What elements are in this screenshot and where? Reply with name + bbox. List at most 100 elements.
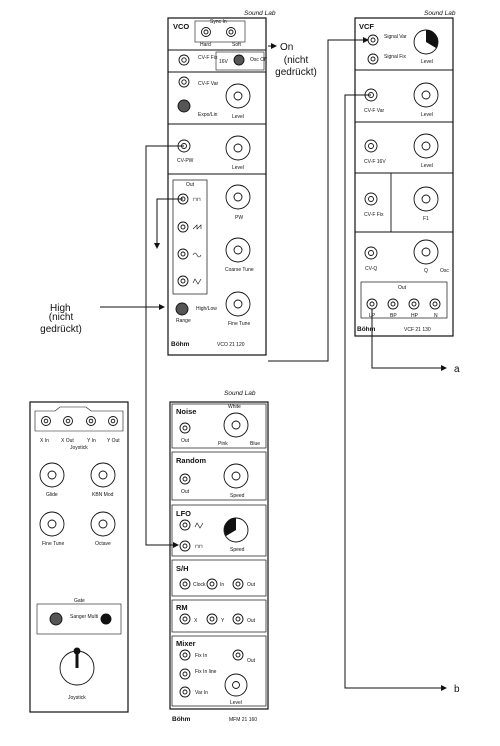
vco-range-button[interactable] [175,302,189,316]
svg-text:Hard: Hard [200,42,211,48]
vco-cv-var-jack[interactable] [178,76,190,88]
vcf-level3-knob[interactable] [413,133,439,159]
vco-out-triangle-jack[interactable] [177,275,189,287]
vco-logo: Sound Lab [244,10,276,17]
octave-knob[interactable] [90,511,116,537]
gate-sanger-multi-button[interactable] [49,612,63,626]
svg-text:Soft: Soft [232,42,242,48]
svg-text:Out: Out [247,658,256,664]
svg-text:Fine Tune: Fine Tune [228,321,250,327]
svg-text:Q: Q [424,268,428,274]
svg-text:Expo/Lin: Expo/Lin [198,112,218,118]
svg-text:Sanger Multi: Sanger Multi [70,614,98,620]
joystick-x-out-jack[interactable] [63,416,73,426]
vco-16v-button[interactable] [233,54,245,66]
vco-level-knob[interactable] [225,83,251,109]
noise-color-knob[interactable] [223,412,249,438]
vco-maker: Böhm [171,341,190,348]
vcf-out-bp-jack[interactable] [387,298,399,310]
vco-fine-tune-knob[interactable] [225,291,251,317]
joystick-y-out-jack[interactable] [108,416,118,426]
svg-text:Y In: Y In [87,438,96,444]
svg-text:CV-F Fix: CV-F Fix [364,212,384,218]
mfm-model: MFM 21 160 [229,717,257,723]
svg-text:Level: Level [421,112,433,118]
vco-pw-level-knob[interactable] [225,135,251,161]
vcf-out-hp-jack[interactable] [408,298,420,310]
random-out-jack[interactable] [179,473,191,485]
svg-text:Sound Lab: Sound Lab [424,10,456,17]
svg-text:Speed: Speed [230,547,245,553]
svg-text:Octave: Octave [95,541,111,547]
svg-text:LFO: LFO [176,509,191,518]
random-speed-knob[interactable] [223,463,249,489]
svg-text:High/Low: High/Low [196,306,217,312]
kbn-mod-knob[interactable] [90,462,116,488]
rm-x-jack[interactable] [179,613,191,625]
vcf-out-n-jack[interactable] [429,298,441,310]
svg-text:⊓⊓: ⊓⊓ [193,197,201,203]
mixer-fix-in-jack[interactable] [179,649,191,661]
mixer-var-in-jack[interactable] [179,686,191,698]
svg-text:In: In [220,582,224,588]
sh-out-jack[interactable] [232,578,244,590]
vcf-cv-f-16v-jack[interactable] [364,139,378,153]
mixer-level-knob[interactable] [224,673,248,697]
svg-text:S/H: S/H [176,564,189,573]
joystick-fine-tune-knob[interactable] [39,511,65,537]
vco-sync-hard-jack[interactable] [201,27,211,37]
svg-text:Level: Level [230,700,242,706]
joystick-x-in-jack[interactable] [41,416,51,426]
vcf-cv-f-fix-jack[interactable] [364,192,378,206]
joystick-y-in-jack[interactable] [86,416,96,426]
sh-in-jack[interactable] [206,578,218,590]
vco-pw-knob[interactable] [225,184,251,210]
mixer-fix-in-line-jack[interactable] [179,668,191,680]
svg-text:Sync In: Sync In [210,19,227,25]
rm-y-jack[interactable] [206,613,218,625]
vco-out-sine-jack[interactable] [177,248,189,260]
vco-expo-lin-button[interactable] [177,99,191,113]
svg-text:Glide: Glide [46,492,58,498]
vcf-cv-q-jack[interactable] [364,246,378,260]
gate-out-jack[interactable] [100,613,112,625]
vcf-level2-knob[interactable] [413,82,439,108]
lfo-square-out-jack[interactable] [179,540,191,552]
svg-text:Level: Level [232,165,244,171]
vco-sync-soft-jack[interactable] [226,27,236,37]
svg-text:N: N [434,313,438,319]
svg-text:Out: Out [247,582,256,588]
svg-text:Böhm: Böhm [172,716,191,723]
vcf-signal-var-jack[interactable] [367,34,379,46]
annotation-high: High [50,303,71,314]
svg-text:Blue: Blue [250,441,260,447]
lfo-triangle-out-jack[interactable] [179,519,191,531]
svg-text:Osc: Osc [440,268,449,274]
annotations: On High a b [50,42,460,695]
mixer-out-jack[interactable] [232,649,244,661]
svg-text:White: White [228,404,241,410]
rm-out-jack[interactable] [232,613,244,625]
svg-text:CV-PW: CV-PW [177,158,194,164]
svg-text:X Out: X Out [61,438,74,444]
glide-knob[interactable] [39,462,65,488]
svg-text:Y: Y [221,618,225,624]
vco-out-saw-jack[interactable] [177,221,189,233]
vcf-signal-fix-jack[interactable] [367,53,379,65]
svg-text:Joystick: Joystick [68,695,86,701]
noise-out-jack[interactable] [179,422,191,434]
svg-text:Range: Range [176,318,191,324]
patch-cables [100,37,447,691]
vco-cv-fix-jack[interactable] [178,54,190,66]
vcf-q-knob[interactable] [413,239,439,265]
svg-text:Signal Var: Signal Var [384,34,407,40]
svg-text:Y Out: Y Out [107,438,120,444]
vco-coarse-tune-knob[interactable] [225,237,251,263]
joystick-module: X In X Out Y In Y Out Joystick Glide KBN… [29,401,129,713]
vcf-f1-knob[interactable] [413,186,439,212]
vcf-out-lp-jack[interactable] [366,298,378,310]
sh-clock-jack[interactable] [179,578,191,590]
svg-text:Out: Out [186,182,195,188]
svg-text:Level: Level [421,59,433,65]
